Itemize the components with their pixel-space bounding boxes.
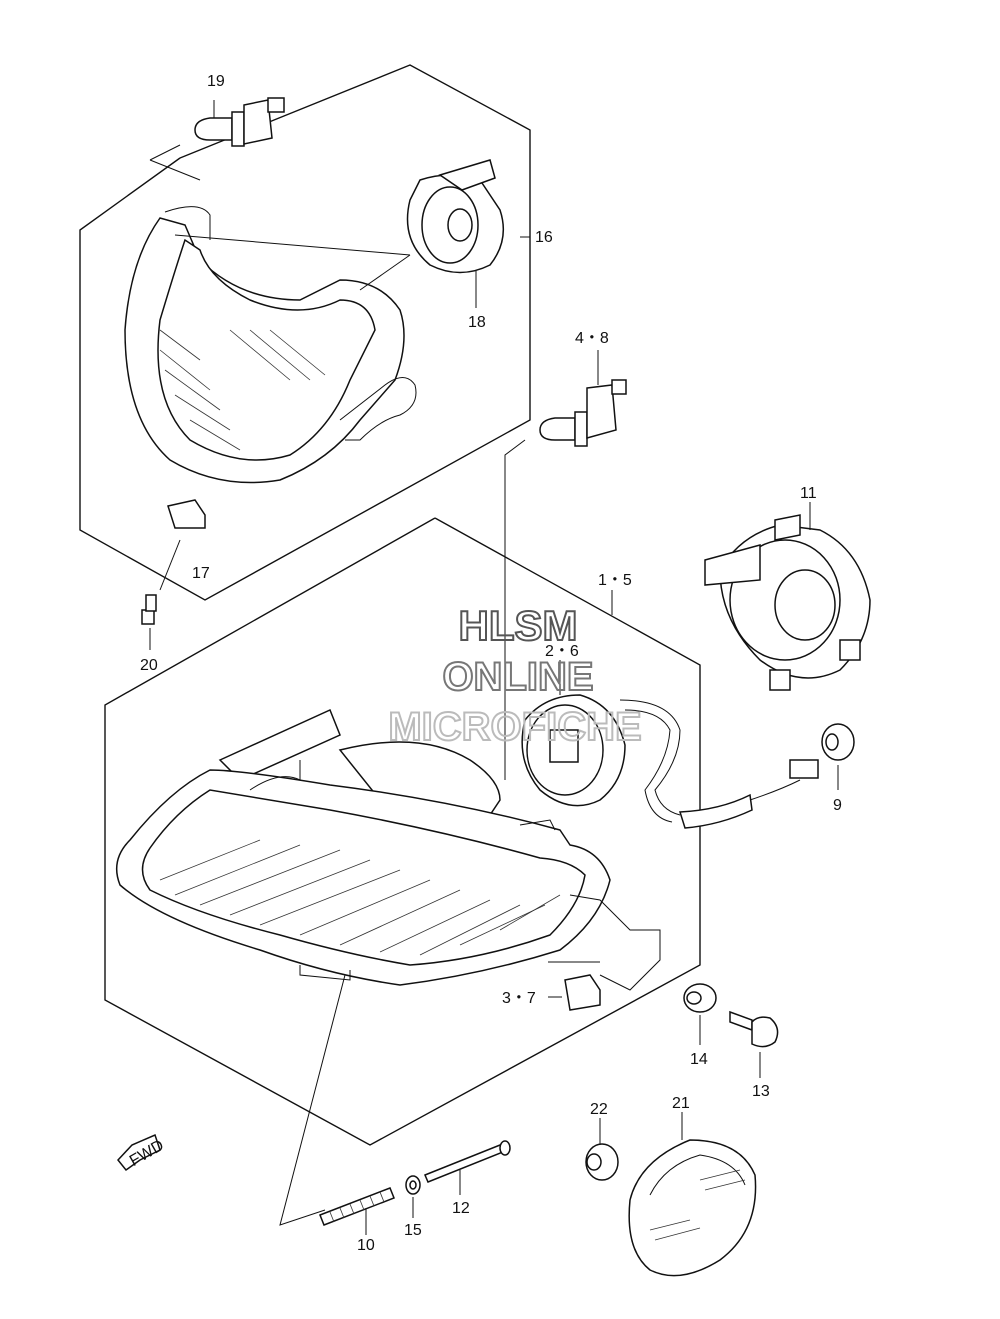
callout-20: 20	[140, 657, 158, 674]
spring-part-10	[279, 974, 395, 1235]
callout-2-6: 2・6	[545, 643, 579, 660]
lower-assembly-frame	[104, 517, 701, 1146]
watermark: HLSM ONLINE MICROFICHE	[387, 601, 642, 750]
callout-3-7: 3・7	[502, 990, 536, 1007]
callout-1-5: 1・5	[598, 572, 632, 589]
watermark-line-1: HLSM	[459, 602, 578, 649]
socket-part-2-6	[521, 660, 819, 829]
screw-part-12	[424, 1140, 511, 1195]
forward-arrow-icon: FWD	[117, 1133, 167, 1172]
callout-15: 15	[404, 1222, 422, 1239]
callout-16: 16	[535, 229, 553, 246]
grommet-part-14	[683, 983, 717, 1045]
washer-part-15	[405, 1175, 421, 1218]
callout-4-8: 4・8	[575, 330, 609, 347]
callout-18: 18	[468, 314, 486, 331]
clip-part-3-7	[548, 974, 601, 1011]
main-headlamp-part-1-5	[115, 590, 661, 991]
watermark-line-3: MICROFICHE	[388, 705, 641, 749]
nut-part-22	[585, 1118, 619, 1181]
bulb-part-4-8	[504, 350, 627, 780]
callout-14: 14	[690, 1051, 708, 1068]
bolt-part-13	[729, 1010, 779, 1078]
grommet-part-9	[821, 723, 855, 790]
callout-22: 22	[590, 1101, 608, 1118]
reflector-part-21	[628, 1112, 757, 1277]
callout-9: 9	[833, 797, 842, 814]
clip-part-17	[159, 499, 206, 591]
socket-part-11	[704, 502, 871, 691]
upper-assembly-frame	[79, 64, 531, 601]
callout-12: 12	[452, 1200, 470, 1217]
callout-19: 19	[207, 73, 225, 90]
callout-13: 13	[752, 1083, 770, 1100]
callout-labels: 19 16 18 4・8 17 20 11 1・5 2・6 9 3・7 14 1…	[140, 73, 842, 1254]
upper-headlamp-housing	[124, 206, 417, 484]
watermark-line-2: ONLINE	[442, 655, 593, 699]
bulb-part-19	[149, 97, 285, 181]
socket-cover-part-16	[406, 159, 530, 308]
callout-17: 17	[192, 565, 210, 582]
screw-part-20	[141, 594, 157, 650]
callout-10: 10	[357, 1237, 375, 1254]
callout-11: 11	[800, 485, 817, 502]
callout-21: 21	[672, 1095, 690, 1112]
